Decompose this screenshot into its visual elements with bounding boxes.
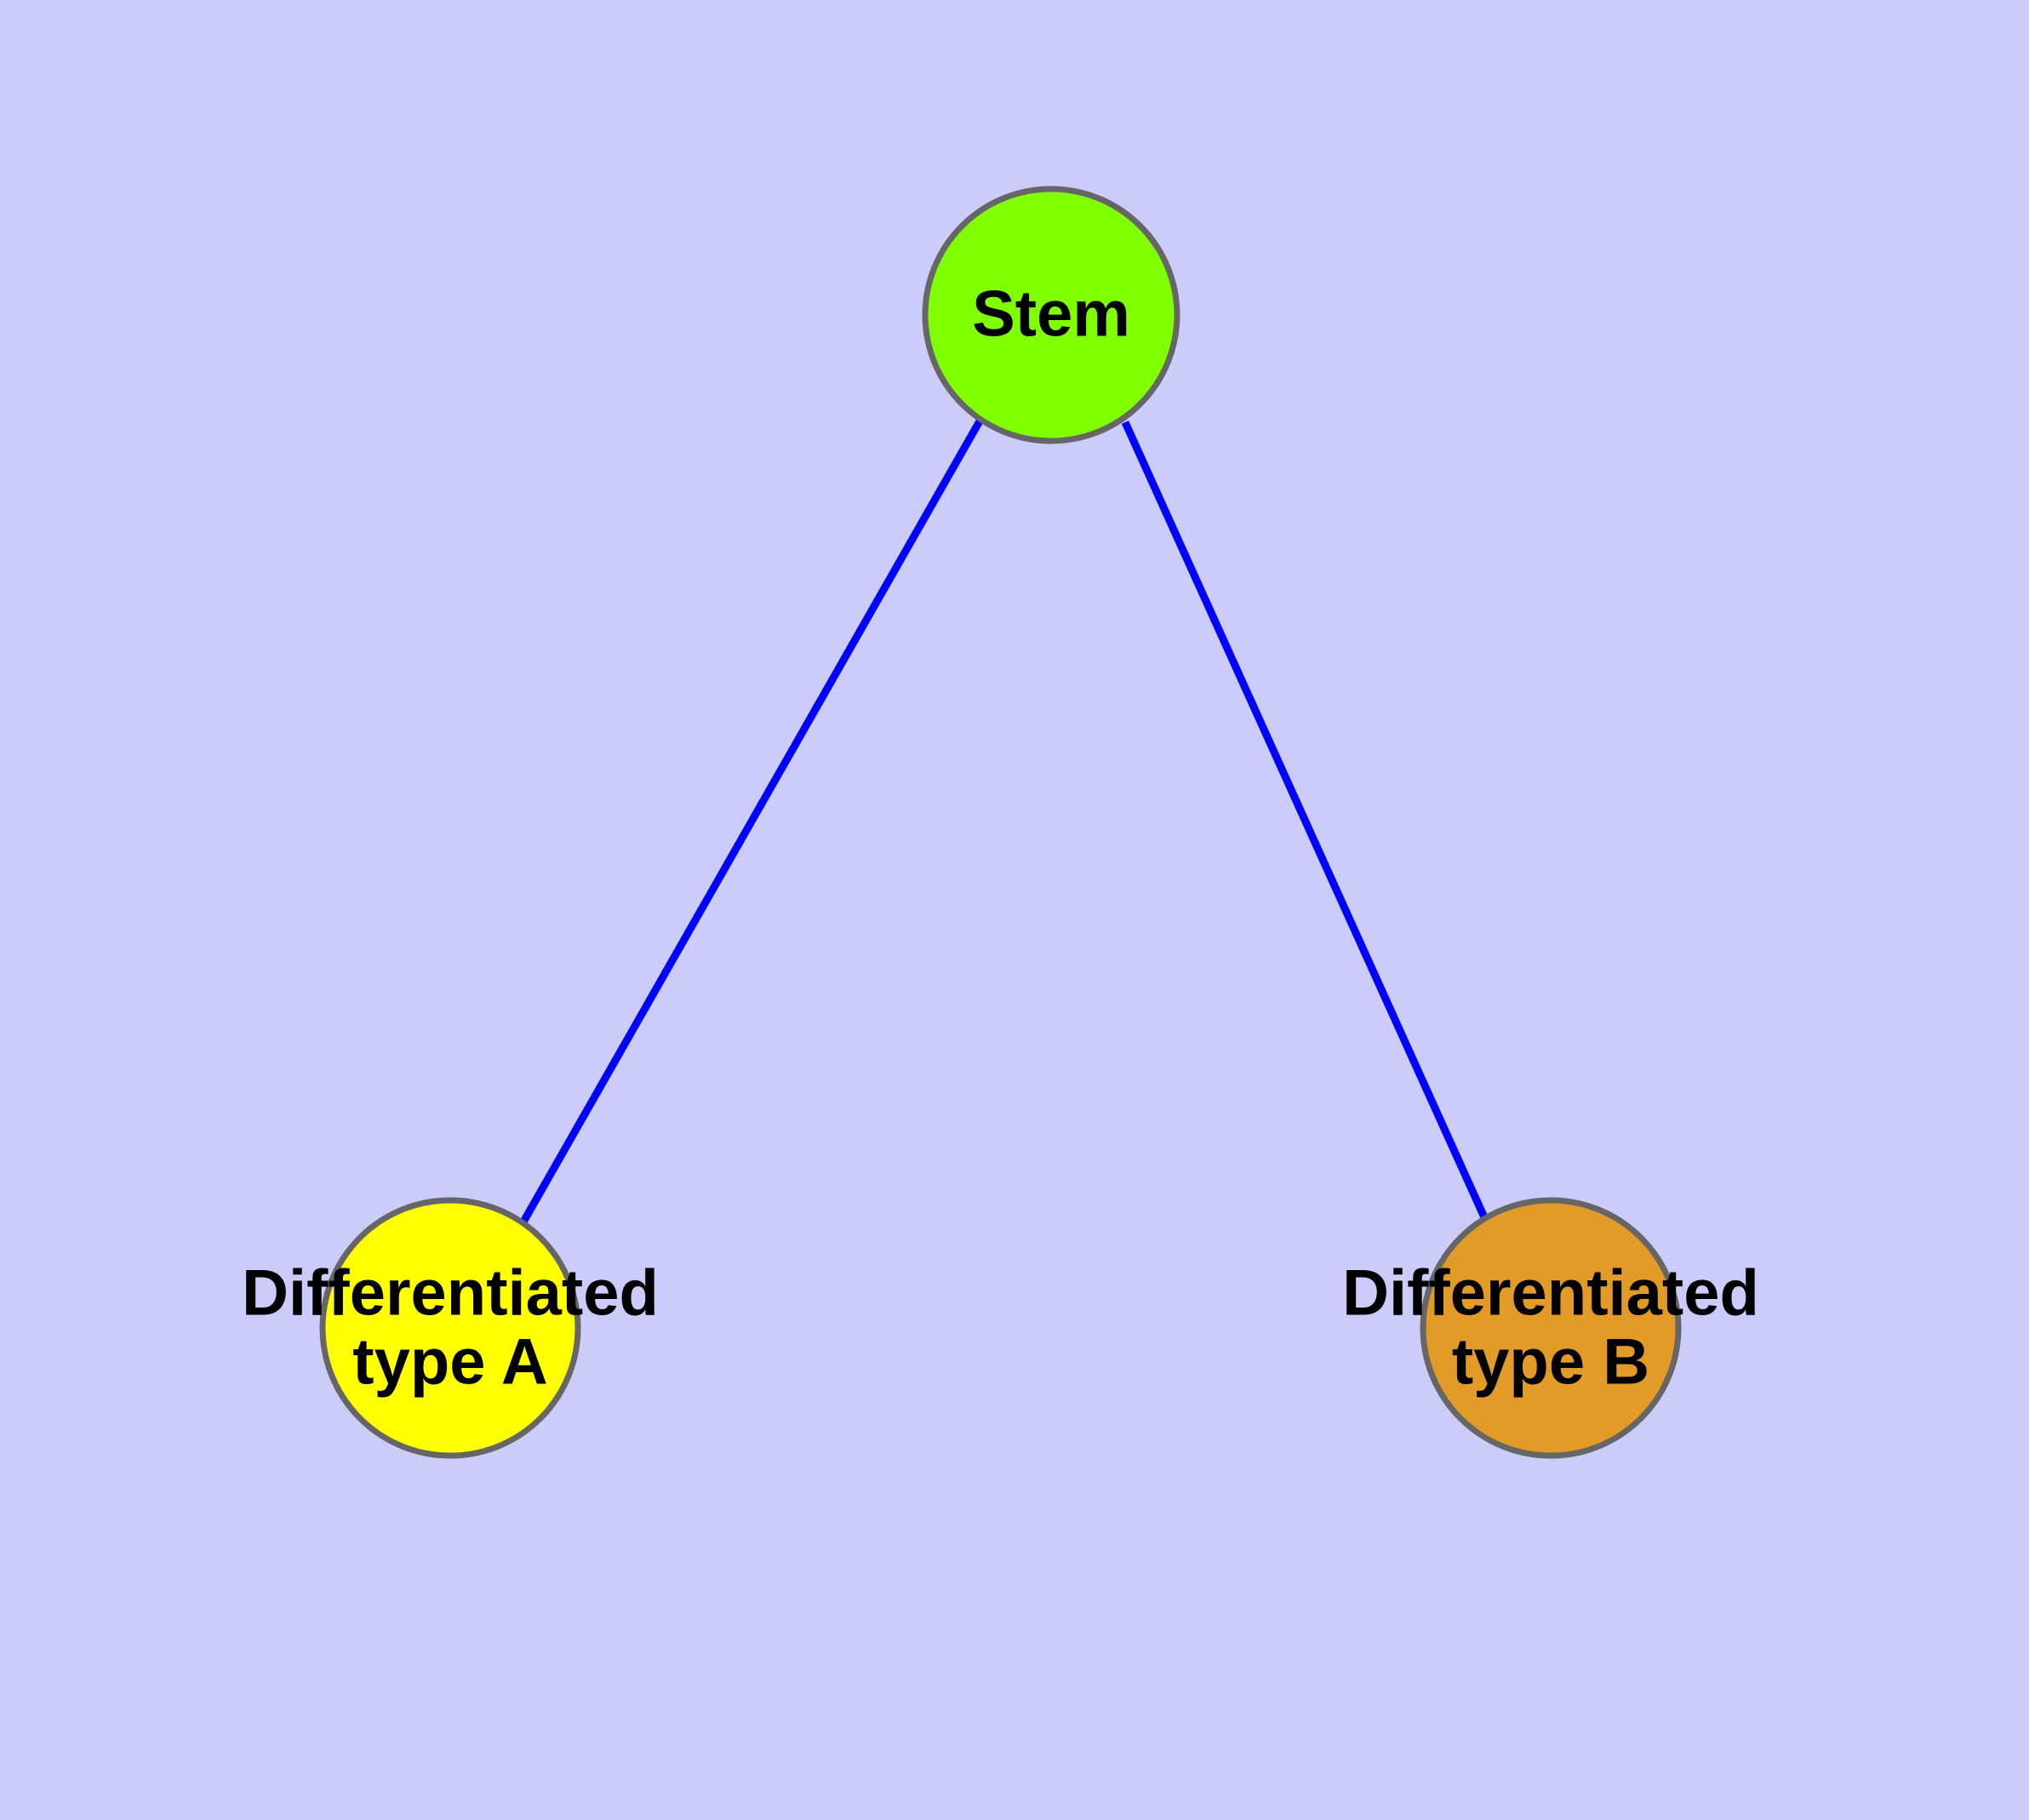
node-circle-stem[interactable] [922,186,1180,444]
node-circle-diff_b[interactable] [1420,1197,1682,1459]
edges-layer [519,417,1489,1226]
node-circle-diff_a[interactable] [319,1197,581,1459]
edge-stem-to-diff-b[interactable] [1121,421,1489,1219]
edge-stem-to-diff-a[interactable] [519,417,984,1226]
nodes-layer [319,186,1682,1459]
